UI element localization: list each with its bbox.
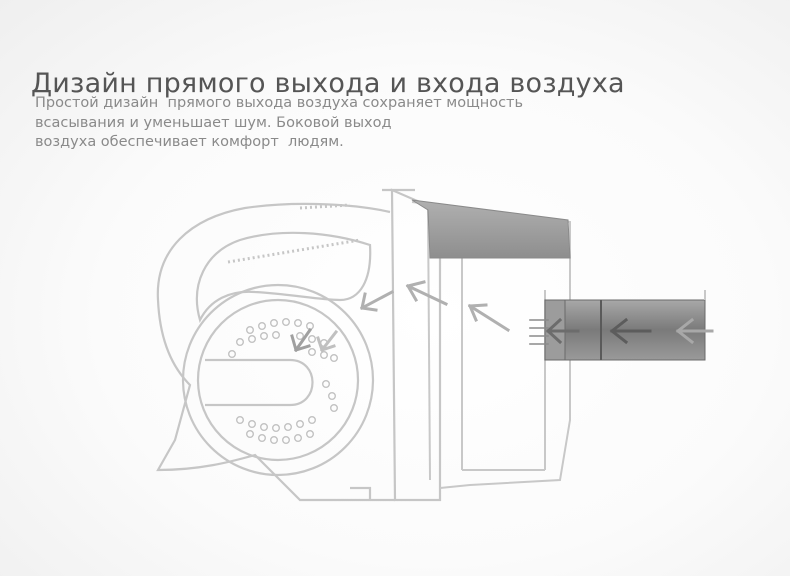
- inlet-grill: [529, 319, 549, 345]
- arrow-motor: [290, 327, 313, 353]
- arrow-upper-1: [405, 280, 448, 306]
- arrow-inlet-outer: [675, 317, 714, 345]
- arrow-upper-2: [359, 289, 395, 312]
- vent-holes: [227, 318, 339, 445]
- arrow-motor-2: [316, 329, 339, 353]
- motor-housing: [156, 188, 442, 502]
- airflow-arrows: [290, 280, 714, 353]
- page-title: Дизайн прямого выхода и входа воздуха: [31, 68, 625, 100]
- arrow-bin: [467, 303, 511, 333]
- arrow-inlet-tip: [545, 317, 580, 345]
- description-line-1: Простой дизайн прямого выхода воздуха со…: [35, 95, 524, 111]
- description: Простой дизайн прямого выхода воздуха со…: [35, 94, 575, 153]
- dust-bin-cap: [411, 199, 571, 259]
- description-line-3: воздуха обеспечивает комфорт людям.: [35, 134, 344, 150]
- arrow-inlet-inner: [609, 317, 652, 345]
- description-line-2: всасывания и уменьшает шум. Боковой выхо…: [35, 114, 392, 131]
